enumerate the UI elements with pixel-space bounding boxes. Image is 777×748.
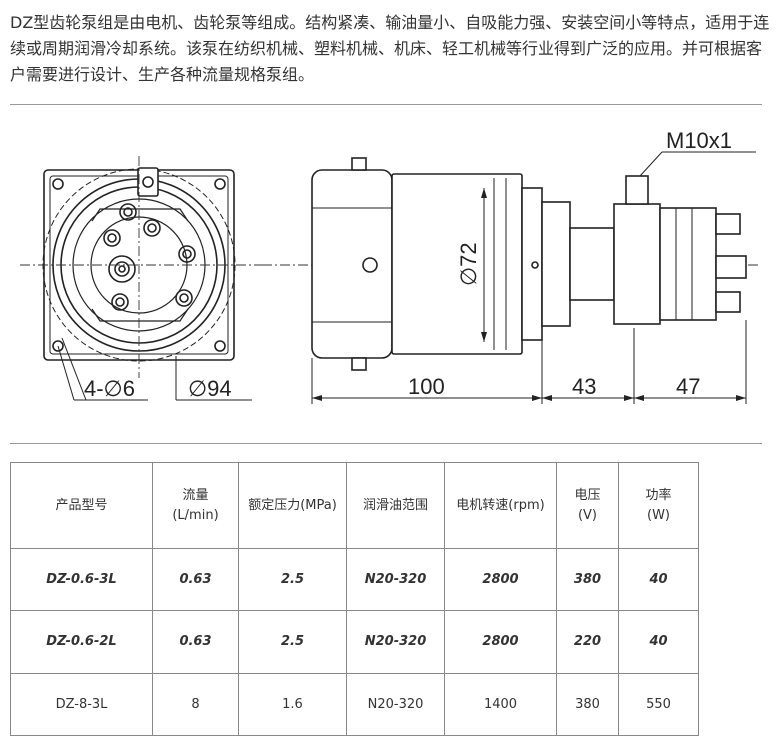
bottom-divider (10, 443, 762, 444)
pump-drawing: 4-∅6 ∅94 (20, 128, 760, 404)
header-oil-range: 润滑油范围 (346, 462, 445, 549)
cell-flow: 0.63 (152, 610, 239, 674)
header-flow: 流量(L/min) (152, 462, 239, 549)
cell-voltage: 380 (556, 547, 619, 612)
dim-motor: 100 (408, 374, 445, 399)
cell-voltage: 380 (556, 672, 619, 737)
dim-pump: 47 (676, 374, 700, 399)
pump-housing (613, 203, 661, 325)
mount-hole (52, 340, 64, 352)
cell-pressure: 2.5 (238, 610, 347, 674)
table-row: DZ-0.6-2L 0.63 2.5 N20-320 2800 220 40 (10, 610, 699, 674)
header-model: 产品型号 (10, 462, 153, 549)
cell-power: 40 (618, 610, 699, 674)
cell-flow: 0.63 (152, 547, 239, 612)
top-divider (10, 104, 762, 105)
cell-speed: 1400 (444, 672, 557, 737)
intro-paragraph: DZ型齿轮泵组是由电机、齿轮泵等组成。结构紧凑、输油量小、自吸能力强、安装空间小… (10, 13, 770, 84)
thread-label: M10x1 (666, 128, 732, 153)
header-pressure: 额定压力(MPa) (238, 462, 347, 549)
flange-dia-label: ∅94 (188, 376, 232, 401)
cell-oil: N20-320 (346, 547, 445, 612)
cell-power: 40 (618, 547, 699, 612)
cell-oil: N20-320 (346, 672, 445, 737)
cell-speed: 2800 (444, 547, 557, 612)
header-voltage: 电压(V) (556, 462, 619, 549)
cell-power: 550 (618, 672, 699, 737)
spec-table: 产品型号 流量(L/min) 额定压力(MPa) 润滑油范围 电机转速(rpm)… (10, 462, 699, 737)
cell-pressure: 1.6 (238, 672, 347, 737)
dim-mid: 43 (572, 374, 596, 399)
mount-hole (214, 340, 226, 352)
table-row: DZ-0.6-3L 0.63 2.5 N20-320 2800 380 40 (10, 547, 699, 612)
mount-hole (214, 178, 226, 190)
holes-label: 4-∅6 (84, 376, 135, 401)
header-speed: 电机转速(rpm) (444, 462, 557, 549)
cell-model: DZ-8-3L (10, 672, 153, 737)
motor-dia-label: ∅72 (456, 242, 481, 286)
mount-hole (52, 178, 64, 190)
table-header-row: 产品型号 流量(L/min) 额定压力(MPa) 润滑油范围 电机转速(rpm)… (10, 462, 699, 549)
header-power: 功率(W) (618, 462, 699, 549)
motor-endcap (311, 169, 393, 359)
cell-pressure: 2.5 (238, 547, 347, 612)
cell-speed: 2800 (444, 610, 557, 674)
table-row: DZ-8-3L 8 1.6 N20-320 1400 380 550 (10, 672, 699, 737)
cell-model: DZ-0.6-2L (10, 610, 153, 674)
cell-oil: N20-320 (346, 610, 445, 674)
cell-flow: 8 (152, 672, 239, 737)
cell-model: DZ-0.6-3L (10, 547, 153, 612)
cell-voltage: 220 (556, 610, 619, 674)
